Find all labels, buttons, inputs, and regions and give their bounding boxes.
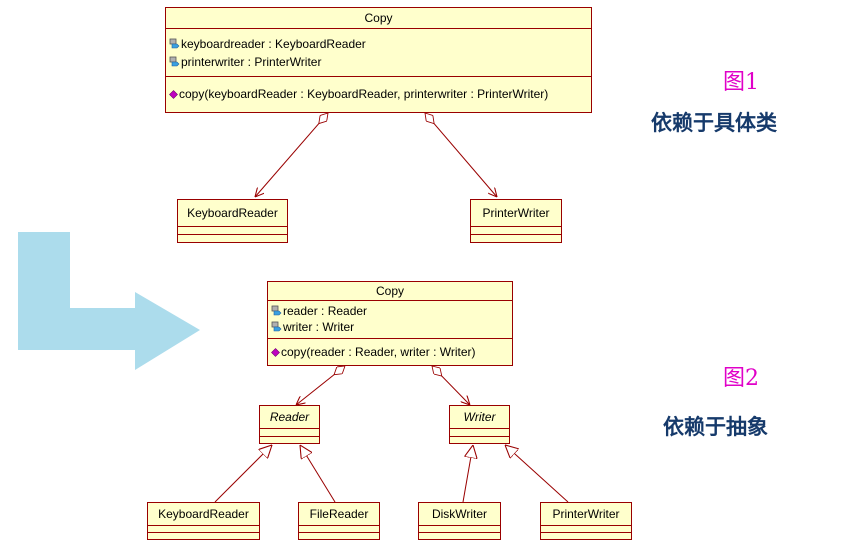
class-name: PrinterWriter [541,503,631,526]
attributes-section [419,526,500,533]
fig2-copy-class[interactable]: Copy reader : Reader writer : Writer cop… [267,281,513,366]
attributes-section [541,526,631,533]
class-name: FileReader [299,503,379,526]
class-name: KeyboardReader [178,200,287,227]
fig1-aggregation-keyboardreader [255,113,328,197]
attribute: printerwriter : PrinterWriter [166,53,591,71]
attributes-section [299,526,379,533]
figure2-tag: 图2 [723,366,759,391]
operations-section [299,533,379,540]
attributes-section: reader : Reader writer : Writer [268,301,512,339]
fig2-reader-class[interactable]: Reader [259,405,320,444]
fig2-generalization-printerwriter [505,445,569,503]
figure1-caption: 依赖于具体类 [651,111,777,135]
public-operation-icon [169,86,178,104]
attributes-section [148,526,259,533]
private-attribute-icon [271,304,282,320]
fig2-generalization-filereader [300,445,336,503]
attributes-section [178,227,287,235]
operations-section: copy(keyboardReader : KeyboardReader, pr… [166,77,591,103]
operation: copy(reader : Reader, writer : Writer) [268,344,512,360]
fig2-filereader-class[interactable]: FileReader [298,502,380,540]
class-name: Copy [268,282,512,301]
fig2-aggregation-reader [296,366,345,405]
transition-arrow [18,232,200,370]
fig1-keyboardreader-class[interactable]: KeyboardReader [177,199,288,243]
attributes-section [450,429,509,437]
attribute: writer : Writer [268,319,512,335]
fig1-copy-class[interactable]: Copy keyboardreader : KeyboardReader pri… [165,7,592,113]
class-name: Copy [166,8,591,29]
attributes-section [471,227,561,235]
operations-section: copy(reader : Reader, writer : Writer) [268,339,512,360]
operations-section [178,235,287,243]
attributes-section: keyboardreader : KeyboardReader printerw… [166,29,591,77]
operation: copy(keyboardReader : KeyboardReader, pr… [166,85,591,103]
class-name: KeyboardReader [148,503,259,526]
attribute: reader : Reader [268,303,512,319]
private-attribute-icon [271,320,282,336]
public-operation-icon [271,345,280,361]
fig2-printerwriter-class[interactable]: PrinterWriter [540,502,632,540]
figure2-caption: 依赖于抽象 [663,415,768,439]
class-name: Reader [260,406,319,429]
fig2-keyboardreader-class[interactable]: KeyboardReader [147,502,260,540]
operations-section [148,533,259,540]
fig2-diskwriter-class[interactable]: DiskWriter [418,502,501,540]
operations-section [450,437,509,444]
fig1-printerwriter-class[interactable]: PrinterWriter [470,199,562,243]
fig2-generalization-keyboardreader [214,445,272,503]
attribute: keyboardreader : KeyboardReader [166,35,591,53]
attributes-section [260,429,319,437]
fig2-generalization-diskwriter [462,445,473,503]
fig2-aggregation-writer [432,366,470,405]
operations-section [471,235,561,243]
operations-section [419,533,500,540]
operations-section [260,437,319,444]
fig2-writer-class[interactable]: Writer [449,405,510,444]
class-name: Writer [450,406,509,429]
private-attribute-icon [169,54,180,72]
private-attribute-icon [169,36,180,54]
figure1-tag: 图1 [723,70,759,95]
operations-section [541,533,631,540]
fig1-aggregation-printerwriter [425,113,497,197]
class-name: PrinterWriter [471,200,561,227]
class-name: DiskWriter [419,503,500,526]
